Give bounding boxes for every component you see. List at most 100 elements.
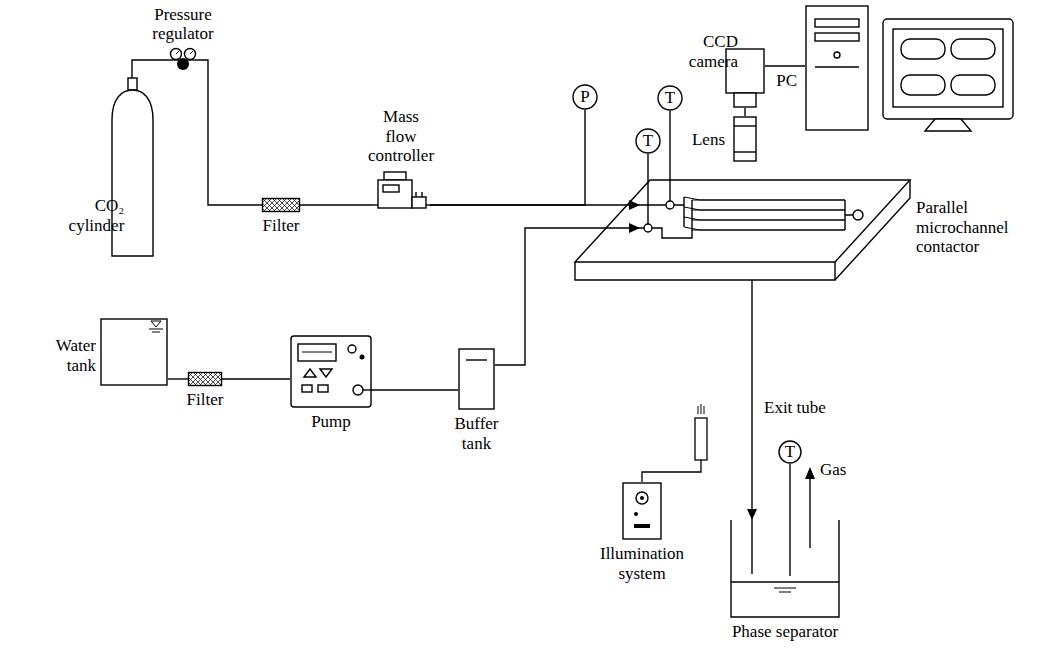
drawing-part bbox=[623, 483, 661, 539]
light-ray bbox=[704, 406, 705, 414]
drawing-part bbox=[128, 78, 137, 90]
gauge-letter: P bbox=[580, 87, 589, 107]
drawing-part bbox=[360, 355, 365, 360]
pipe-line bbox=[132, 60, 168, 78]
temperature-gauge: T bbox=[635, 128, 661, 154]
pipe-connector bbox=[222, 379, 290, 380]
drawing-part bbox=[372, 204, 378, 205]
temperature-gauge: T bbox=[778, 440, 802, 464]
gauge-letter: T bbox=[643, 131, 653, 151]
drawing-part bbox=[298, 344, 336, 361]
phase-separator-outline bbox=[730, 520, 840, 618]
drawing-part bbox=[171, 49, 182, 60]
water-filter-outline bbox=[188, 372, 222, 386]
pipe-line bbox=[430, 110, 585, 205]
equipment-label: CCD camera bbox=[668, 32, 738, 71]
buffer-tank: Buffer tank bbox=[458, 348, 495, 410]
equipment-label: Pump bbox=[311, 412, 351, 432]
drawing-part bbox=[779, 592, 791, 593]
pipe-line bbox=[222, 378, 290, 379]
drawing-part bbox=[658, 86, 682, 110]
temperature-gauge: T bbox=[657, 85, 683, 111]
drawing-part bbox=[190, 51, 193, 54]
pipe-connector bbox=[372, 390, 458, 391]
arrowhead bbox=[629, 223, 640, 233]
pipe-line bbox=[765, 65, 805, 66]
pipe-line bbox=[168, 378, 188, 379]
drawing-part bbox=[573, 85, 597, 109]
drawing-part bbox=[700, 219, 845, 220]
drawing-part bbox=[692, 230, 700, 231]
pipe-line bbox=[198, 60, 262, 205]
drawing-part bbox=[575, 262, 835, 280]
drawing-part bbox=[348, 345, 356, 353]
pipe-label: Exit tube bbox=[762, 398, 828, 418]
pressure-regulator: Pressure regulator bbox=[168, 48, 198, 72]
drawing-part bbox=[734, 93, 756, 107]
mass-flow-controller: Mass flow controller bbox=[372, 170, 430, 212]
drawing-part bbox=[779, 441, 801, 463]
drawing-part bbox=[149, 329, 163, 330]
drawing-part bbox=[384, 172, 406, 180]
drawing-part bbox=[853, 210, 863, 220]
water-filter: Filter bbox=[188, 372, 222, 386]
drawing-part bbox=[363, 389, 372, 390]
gas-arrowhead bbox=[805, 467, 815, 479]
drawing-part bbox=[734, 151, 756, 152]
drawing-part bbox=[951, 75, 995, 95]
illumination-controller: Illumination system bbox=[622, 482, 662, 540]
drawing-part bbox=[640, 197, 684, 227]
water-tank: Water tank bbox=[100, 318, 168, 386]
drawing-part bbox=[176, 51, 179, 54]
pressure-regulator-outline bbox=[168, 48, 198, 72]
drawing-part bbox=[634, 524, 650, 528]
pressure-gauge: P bbox=[572, 84, 598, 110]
microchannel-contactor: Parallel microchannel contactor bbox=[640, 180, 910, 280]
pipe-line bbox=[751, 280, 752, 520]
drawing-part bbox=[734, 125, 756, 126]
drawing-part bbox=[901, 75, 945, 95]
pipe-connector bbox=[168, 379, 188, 380]
drawing-part bbox=[189, 373, 222, 386]
pipe-line bbox=[647, 154, 648, 180]
gas-arrow bbox=[809, 478, 810, 548]
drawing-part bbox=[815, 19, 859, 27]
drawing-part bbox=[636, 129, 660, 153]
lamp-wire bbox=[642, 460, 701, 482]
mass-flow-controller-outline bbox=[372, 170, 430, 212]
equipment-label: Filter bbox=[263, 216, 300, 236]
drawing-part bbox=[185, 49, 196, 60]
drawing-part bbox=[806, 6, 868, 130]
drawing-part bbox=[383, 185, 399, 192]
pipe-line bbox=[789, 464, 790, 520]
drawing-part bbox=[304, 369, 316, 377]
drawing-part bbox=[302, 352, 332, 353]
equipment-label: Parallel microchannel contactor bbox=[916, 198, 1009, 257]
drawing-part bbox=[731, 581, 839, 582]
drawing-part bbox=[302, 385, 312, 392]
pipe-line bbox=[372, 389, 458, 390]
drawing-part bbox=[845, 200, 853, 230]
gas-filter: Filter bbox=[262, 198, 300, 212]
equipment-label: Filter bbox=[187, 390, 224, 410]
pipe-connector bbox=[648, 154, 649, 180]
gauge-letter: T bbox=[785, 442, 795, 462]
pipe-connector bbox=[132, 60, 168, 78]
lamp-symbol bbox=[695, 418, 707, 460]
camera-lens: Lens bbox=[733, 116, 757, 162]
drawing-part bbox=[634, 512, 638, 516]
drawing-part bbox=[640, 496, 644, 500]
drawing-part bbox=[644, 224, 652, 232]
drawing-part bbox=[789, 520, 790, 576]
drawing-part bbox=[883, 19, 1013, 119]
pipe-line bbox=[300, 204, 372, 205]
drawing-part bbox=[666, 201, 674, 209]
equipment-label: Illumination system bbox=[600, 544, 684, 583]
pipe-connector bbox=[300, 205, 372, 206]
pipe-line bbox=[744, 108, 745, 116]
drawing-part bbox=[575, 180, 910, 262]
drawing-part bbox=[835, 180, 910, 280]
gas-filter-outline bbox=[262, 198, 300, 212]
drawing-part bbox=[734, 117, 756, 161]
